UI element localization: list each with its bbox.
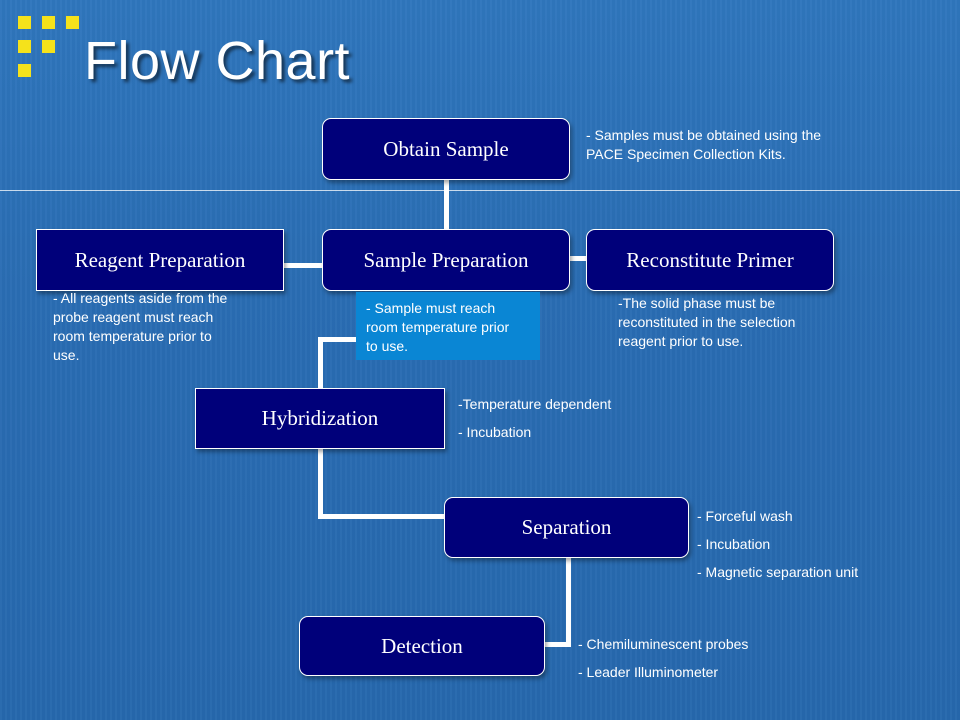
note-hybridization: -Temperature dependent - Incubation xyxy=(458,396,612,440)
logo-squares-icon xyxy=(18,16,82,80)
connector-sample-to-hybridization-horizontal xyxy=(318,337,358,342)
note-sample-preparation-callout: - Sample must reach room temperature pri… xyxy=(356,292,540,360)
node-obtain-sample: Obtain Sample xyxy=(322,118,570,180)
slide-title: Flow Chart xyxy=(84,31,351,91)
node-hybridization: Hybridization xyxy=(195,388,445,449)
connector-sample-to-hybridization-vertical xyxy=(318,337,323,390)
connector-reagent-to-sample xyxy=(284,263,324,268)
connector-separation-to-detection-vertical xyxy=(566,556,571,646)
title-divider-line xyxy=(0,190,960,191)
node-reconstitute-primer: Reconstitute Primer xyxy=(586,229,834,291)
connector-hybridization-to-separation-horizontal xyxy=(318,514,446,519)
connector-obtain-to-sample xyxy=(444,180,449,230)
connector-hybridization-to-separation-vertical xyxy=(318,448,323,518)
note-separation: - Forceful wash - Incubation - Magnetic … xyxy=(697,508,859,580)
node-separation: Separation xyxy=(444,497,689,558)
connector-separation-to-detection-horizontal xyxy=(544,642,571,647)
node-reagent-preparation: Reagent Preparation xyxy=(36,229,284,291)
note-reconstitute-primer: -The solid phase must be reconstituted i… xyxy=(618,295,796,349)
note-obtain-sample: - Samples must be obtained using the PAC… xyxy=(586,127,822,162)
connector-sample-to-primer xyxy=(568,256,588,261)
note-detection: - Chemiluminescent probes - Leader Illum… xyxy=(578,636,749,680)
node-detection: Detection xyxy=(299,616,545,676)
note-reagent-preparation: - All reagents aside from the probe reag… xyxy=(53,290,228,363)
node-sample-preparation: Sample Preparation xyxy=(322,229,570,291)
